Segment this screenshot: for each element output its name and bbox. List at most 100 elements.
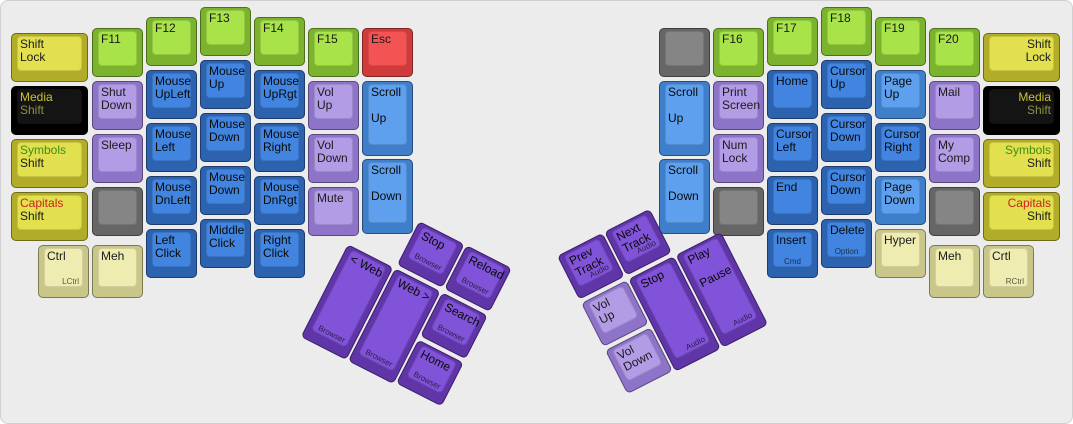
key-label: Mail — [938, 85, 961, 99]
key-meh-l[interactable]: Meh — [92, 245, 143, 298]
keycap-top: F19 — [881, 20, 920, 55]
key-label: End — [776, 180, 798, 194]
key-sublabel: Browser — [363, 347, 395, 369]
keycap-top: Hyper — [881, 232, 920, 267]
key-label: Page — [884, 74, 913, 88]
keycap-top: End — [773, 179, 812, 214]
key-mail[interactable]: Mail — [929, 81, 980, 130]
keycap-top: Meh — [935, 248, 974, 287]
key-label: Click — [155, 246, 181, 260]
key-meh-r[interactable]: Meh — [929, 245, 980, 298]
key-esc[interactable]: Esc — [362, 28, 413, 77]
keycap-top: F11 — [98, 31, 137, 66]
key-label: Down — [371, 189, 402, 203]
keycap-top: Mail — [935, 84, 974, 119]
key-blank-r2[interactable] — [713, 187, 764, 236]
key-end[interactable]: End — [767, 176, 818, 225]
key-f15[interactable]: F15 — [308, 28, 359, 77]
keycap-top: Mute — [314, 190, 353, 225]
key-f14[interactable]: F14 — [254, 17, 305, 66]
key-label: Delete — [830, 223, 865, 237]
key-f18[interactable]: F18 — [821, 7, 872, 56]
key-f19[interactable]: F19 — [875, 17, 926, 66]
key-mute[interactable]: Mute — [308, 187, 359, 236]
key-f11[interactable]: F11 — [92, 28, 143, 77]
key-f17[interactable]: F17 — [767, 17, 818, 66]
key-blank-l[interactable] — [92, 187, 143, 236]
key-label: Mouse — [209, 117, 246, 131]
key-label: Shift — [1026, 103, 1051, 117]
key-label: Capitals — [20, 196, 64, 210]
key-label: Scroll — [668, 163, 699, 177]
key-label: Right — [263, 233, 292, 247]
key-label: Web > — [395, 275, 433, 305]
key-label: Lock — [722, 151, 748, 165]
keycap-top — [935, 190, 974, 225]
key-hyper[interactable]: Hyper — [875, 229, 926, 278]
key-label: Vol — [317, 138, 334, 152]
key-blank-r3[interactable] — [929, 187, 980, 236]
key-f13[interactable]: F13 — [200, 7, 251, 56]
key-label: Up — [371, 111, 387, 125]
key-f20[interactable]: F20 — [929, 28, 980, 77]
key-sleep[interactable]: Sleep — [92, 134, 143, 183]
key-sublabel: Browser — [411, 369, 443, 392]
key-home-r[interactable]: Home — [767, 70, 818, 119]
key-f12[interactable]: F12 — [146, 17, 197, 66]
key-sublabel: Browser — [412, 251, 444, 273]
keycap-top: F13 — [206, 10, 245, 45]
key-f16[interactable]: F16 — [713, 28, 764, 77]
key-label: Esc — [371, 32, 392, 46]
key-blank-r1[interactable] — [659, 28, 710, 77]
